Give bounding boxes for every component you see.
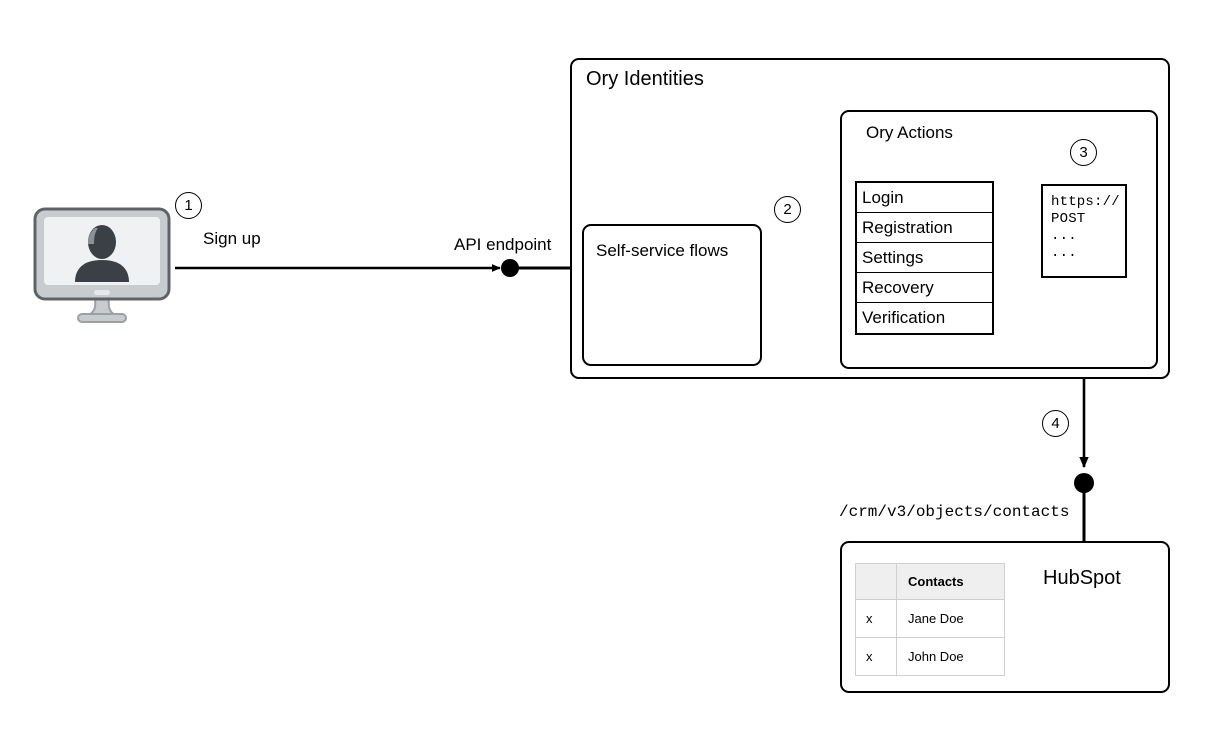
- table-row[interactable]: x Jane Doe: [855, 599, 1005, 638]
- flow-item-label: Settings: [862, 247, 924, 267]
- flow-item-label: Registration: [862, 217, 953, 237]
- flow-item-verification[interactable]: Verification: [857, 303, 992, 333]
- ory-actions-label: Ory Actions: [866, 123, 953, 142]
- signup-edge-label: Sign up: [203, 229, 261, 248]
- flow-item-recovery[interactable]: Recovery: [857, 273, 992, 303]
- step-badge-1: 1: [175, 192, 202, 219]
- table-header-contacts: Contacts: [896, 563, 1005, 600]
- flow-item-label: Verification: [862, 308, 946, 327]
- api-endpoint-edge-label: API endpoint: [454, 235, 552, 254]
- api-endpoint-dot: [501, 259, 519, 277]
- step-badge-3: 3: [1070, 139, 1097, 166]
- step-number: 1: [184, 197, 193, 214]
- table-header-blank: [855, 563, 897, 600]
- row-contact-name: John Doe: [896, 637, 1005, 676]
- flow-item-registration[interactable]: Registration: [857, 213, 992, 243]
- monitor-user-icon: [33, 207, 171, 323]
- webhook-request-box: https:// POST ... ...: [1041, 184, 1127, 278]
- step-badge-2: 2: [774, 196, 801, 223]
- flows-list: Login Registration Settings Recovery Ver…: [855, 181, 994, 335]
- row-mark: x: [855, 637, 897, 676]
- step-number: 3: [1079, 144, 1088, 161]
- table-row[interactable]: x John Doe: [855, 637, 1005, 676]
- self-service-flows-box: [582, 224, 762, 366]
- self-service-flows-label: Self-service flows: [596, 241, 729, 260]
- webhook-line-2: POST: [1051, 211, 1086, 227]
- flow-item-settings[interactable]: Settings: [857, 243, 992, 273]
- webhook-line-1: https://: [1051, 194, 1120, 210]
- webhook-line-3: ...: [1051, 228, 1077, 244]
- row-contact-name: Jane Doe: [896, 599, 1005, 638]
- ory-identities-label: Ory Identities: [586, 68, 704, 90]
- webhook-line-4: ...: [1051, 245, 1077, 261]
- step-number: 4: [1051, 415, 1060, 432]
- hubspot-endpoint-dot: [1074, 473, 1094, 493]
- step-number: 2: [783, 201, 792, 218]
- contacts-table: Contacts x Jane Doe x John Doe: [855, 563, 1005, 676]
- table-header-row: Contacts: [855, 563, 1005, 600]
- row-mark: x: [855, 599, 897, 638]
- crm-path-edge-label: /crm/v3/objects/contacts: [839, 503, 1070, 521]
- flow-item-label: Login: [862, 187, 904, 207]
- step-badge-4: 4: [1042, 410, 1069, 437]
- hubspot-label: HubSpot: [1043, 567, 1121, 589]
- flow-item-login[interactable]: Login: [857, 183, 992, 213]
- flow-item-label: Recovery: [862, 277, 934, 297]
